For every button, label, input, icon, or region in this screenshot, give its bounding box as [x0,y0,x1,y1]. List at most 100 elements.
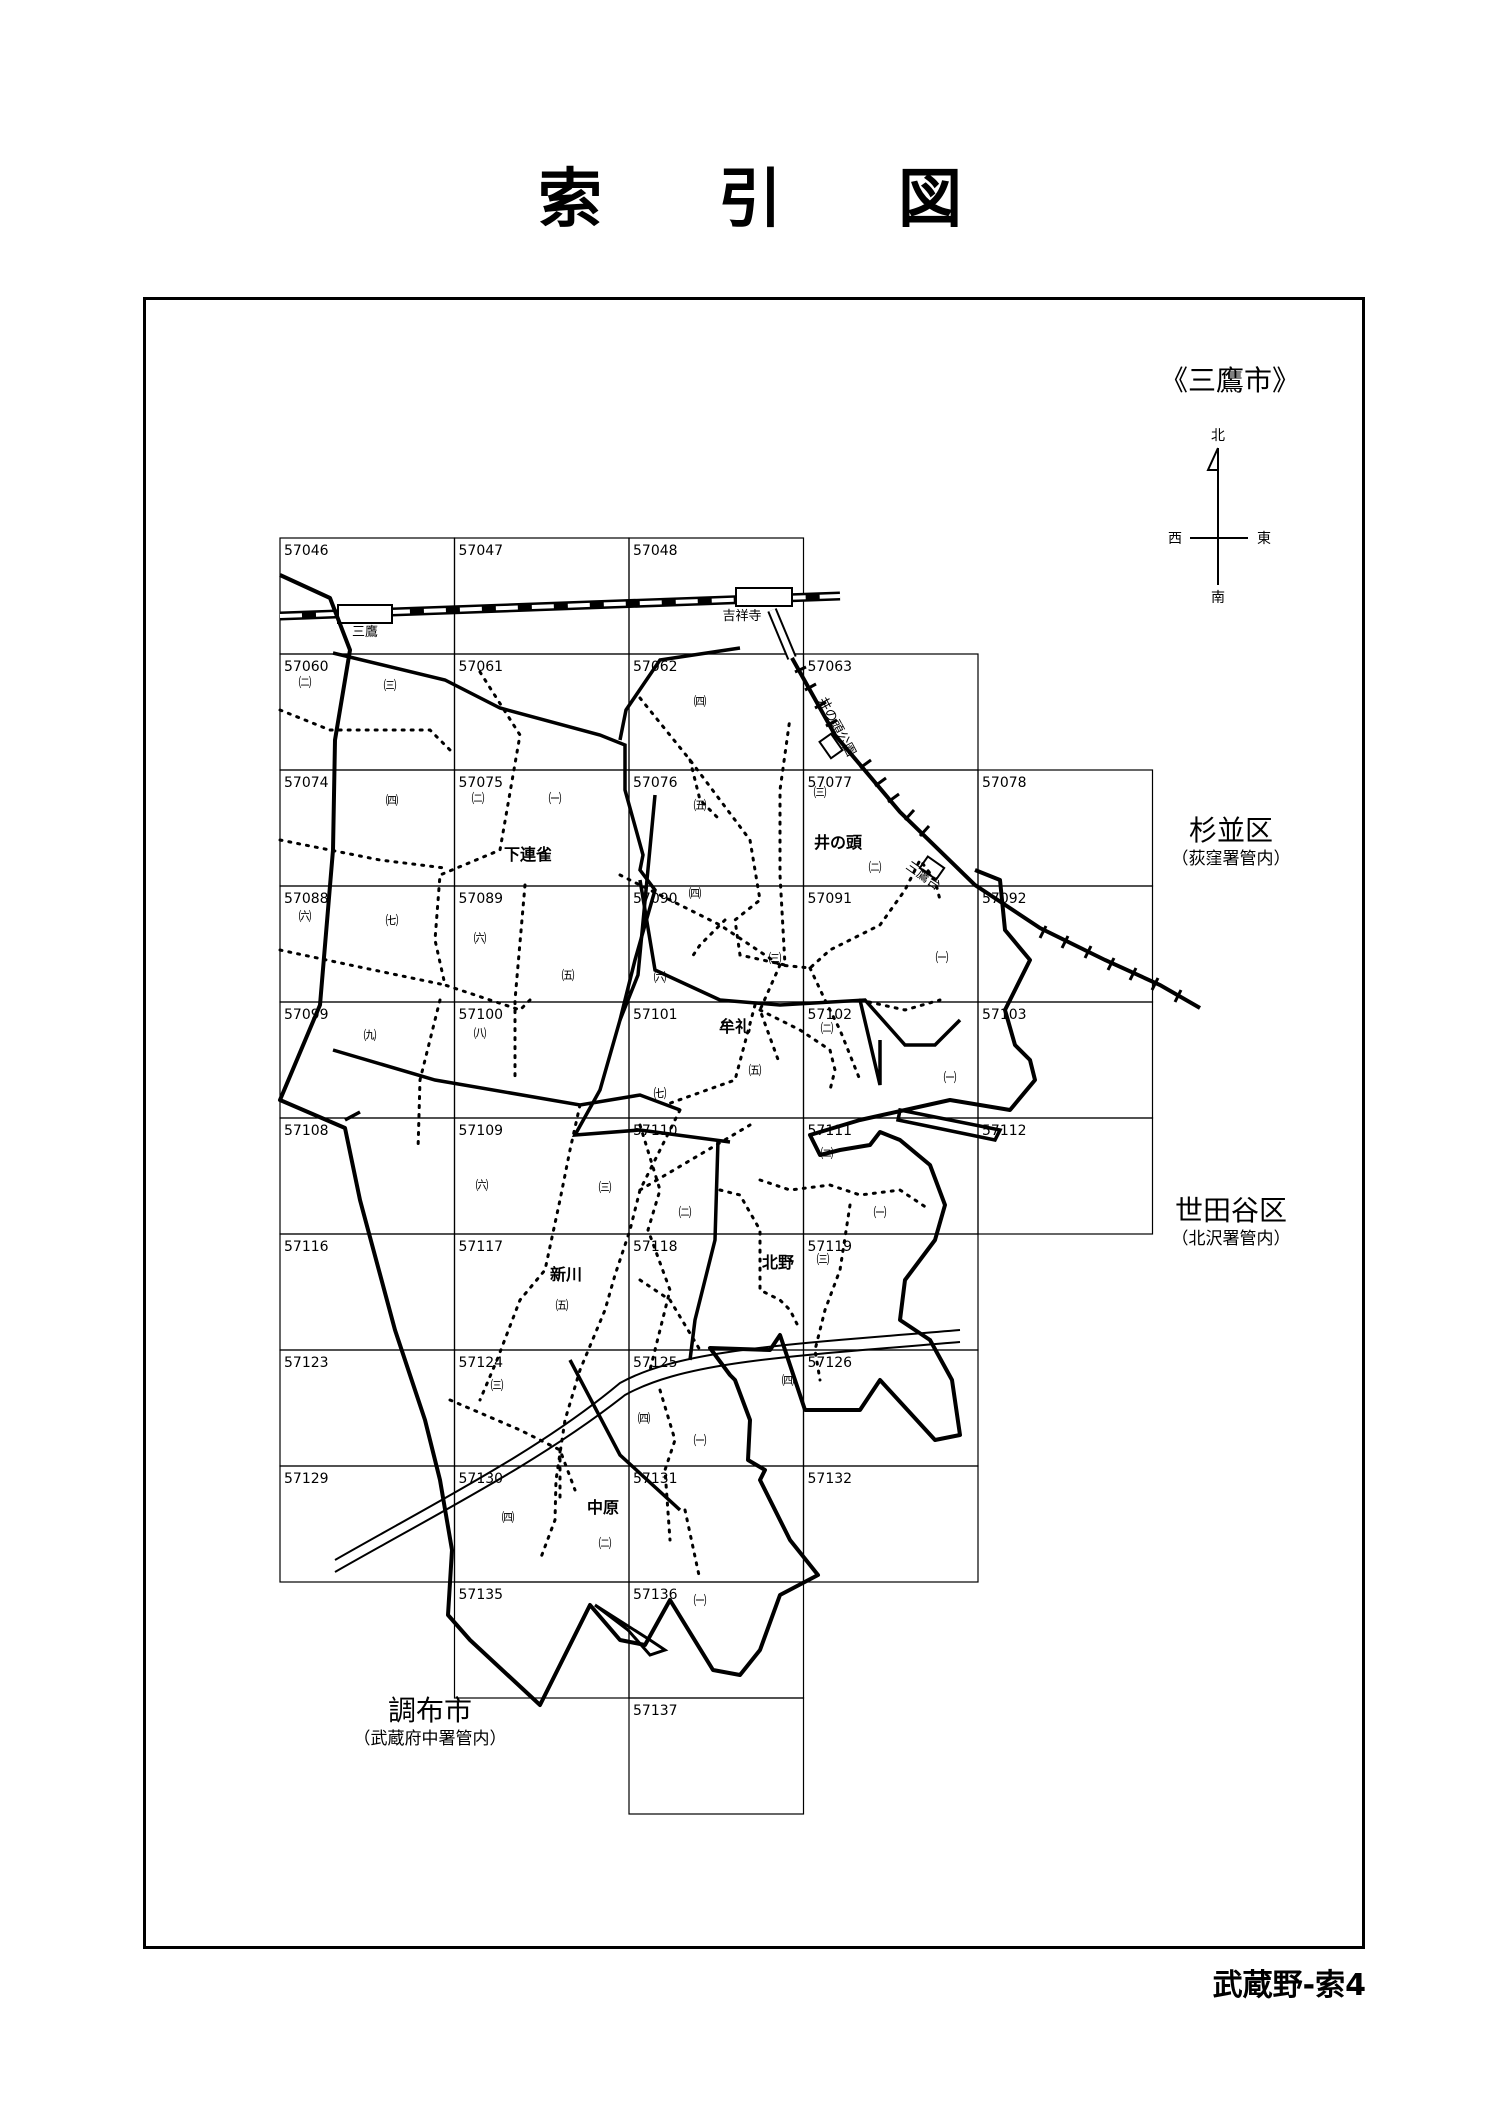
chome-label: ㈡ [820,1147,833,1162]
neighbor-name: 調布市 [388,1694,472,1727]
grid-cell-code: 57046 [284,543,329,559]
page-title: 索引図 [0,148,1500,240]
chome-label: ㈤ [748,1064,761,1079]
grid-cell-code: 57137 [633,1703,678,1719]
highway [334,1329,961,1573]
district-label: 北野 [762,1253,794,1272]
chome-label: ㈣ [501,1511,514,1526]
station-label: 吉祥寺 [722,609,761,624]
chome-label: ㈠ [548,792,561,807]
grid-cell-code: 57132 [808,1471,853,1487]
compass-east-label: 東 [1257,531,1271,547]
grid-cell-code: 57074 [284,775,329,791]
grid-cell-code: 57129 [284,1471,329,1487]
compass-north-label: 北 [1211,428,1225,444]
chome-label: ㈥ [473,932,486,947]
chome-label: ㈥ [475,1179,488,1194]
grid-cell-code: 57061 [459,659,504,675]
grid-cell-code: 57109 [459,1123,504,1139]
station-mitakadai-building [918,855,946,881]
grid-cell-code: 57088 [284,891,329,907]
chome-label: ㈣ [637,1412,650,1427]
grid-cell-code: 57117 [459,1239,504,1255]
grid-cell-code: 57123 [284,1355,329,1371]
chome-label: ㈥ [653,971,666,986]
chome-label: ㈠ [693,1434,706,1449]
grid-cell-code: 57047 [459,543,504,559]
chome-label: ㈤ [555,1299,568,1314]
grid-cell-code: 57078 [982,775,1027,791]
chome-label: ㈥ [298,910,311,925]
compass-west-label: 西 [1168,531,1182,547]
grid-cell-code: 57135 [459,1587,504,1603]
grid-cell-code: 57077 [808,775,853,791]
grid-cell-code: 57108 [284,1123,329,1139]
inokashira-line [767,608,1201,1010]
chome-label: ㈤ [561,969,574,984]
compass-labels: 北 南 東 西 [1168,428,1271,606]
neighbor-note: （北沢署管内） [1172,1229,1291,1249]
chome-label: ㈡ [471,792,484,807]
page-footer: 武蔵野-索4 [1212,1968,1366,2003]
chome-label: ㈦ [385,914,398,929]
district-label: 下連雀 [504,845,552,864]
grid-cell-57137[interactable] [628,1697,805,1815]
grid-cell-code: 57130 [459,1471,504,1487]
grid-cell-code: 57063 [808,659,853,675]
grid-cell-code: 57125 [633,1355,678,1371]
chome-label: ㈢ [768,952,781,967]
grid-cell-code: 57119 [808,1239,853,1255]
chome-label: ㈢ [816,1253,829,1268]
chome-label: ㈢ [598,1181,611,1196]
neighbor-name: 世田谷区 [1175,1194,1287,1227]
district-label: 新川 [550,1265,582,1284]
grid-cell-code: 57060 [284,659,329,675]
chome-label: ㈢ [813,786,826,801]
neighbor-labels: 杉並区 （荻窪署管内） 世田谷区 （北沢署管内） 調布市 （武蔵府中署管内） [354,814,1291,1749]
map-frame [143,297,1365,1949]
district-labels: 下連雀 井の頭 牟礼 新川 北野 中原 [504,833,863,1517]
grid-cell-code: 57116 [284,1239,329,1255]
station-label: 三鷹 [352,625,378,640]
station-inokashira-koen-building [818,732,844,760]
grid-cell-code: 57136 [633,1587,678,1603]
city-label: 《三鷹市》 [1160,364,1300,397]
grid-cell-code: 57126 [808,1355,853,1371]
grid-cell-57132[interactable] [802,1465,979,1583]
chome-label: ㈧ [473,1027,486,1042]
grid-cell-57112[interactable] [977,1117,1154,1235]
neighbor-note: （荻窪署管内） [1172,849,1291,869]
chome-label: ㈡ [678,1206,691,1221]
title-char: 索 [538,163,602,237]
chome-label: ㈤ [693,799,706,814]
district-label: 中原 [587,1498,619,1517]
grid-cell-code: 57075 [459,775,504,791]
grid-cell-code: 57089 [459,891,504,907]
grid-cell-code: 57091 [808,891,853,907]
grid-cell-code: 57100 [459,1007,504,1023]
chome-label: ㈡ [868,861,881,876]
neighbor-name: 杉並区 [1189,814,1273,847]
title-char: 図 [898,163,962,237]
chuo-line [279,587,841,624]
chome-labels: ㈡ ㈢ ㈣ ㈠ ㈡ ㈣ ㈤ ㈢ ㈡ ㈥ ㈦ ㈥ ㈤ ㈣ ㈢ ㈥ ㈠ ㈨ ㈧ ㈤ … [298,676,956,1609]
grid-cell-code: 57103 [982,1007,1027,1023]
grid-cell-code: 57112 [982,1123,1027,1139]
chome-label: ㈡ [598,1537,611,1552]
grid-cell-code: 57101 [633,1007,678,1023]
compass-south-label: 南 [1211,590,1225,606]
city-boundary [278,573,1037,1707]
district-label: 井の頭 [814,833,863,852]
chome-label: ㈠ [693,1594,706,1609]
chome-label: ㈣ [688,887,701,902]
grid-cell-code: 57099 [284,1007,329,1023]
grid-cell-code: 57048 [633,543,678,559]
chome-label: ㈢ [383,679,396,694]
chome-label: ㈣ [385,794,398,809]
compass [1190,447,1248,585]
title-char: 引 [718,163,782,237]
chome-label: ㈢ [490,1379,503,1394]
district-label: 牟礼 [719,1017,751,1036]
grid-cell-code: 57076 [633,775,678,791]
